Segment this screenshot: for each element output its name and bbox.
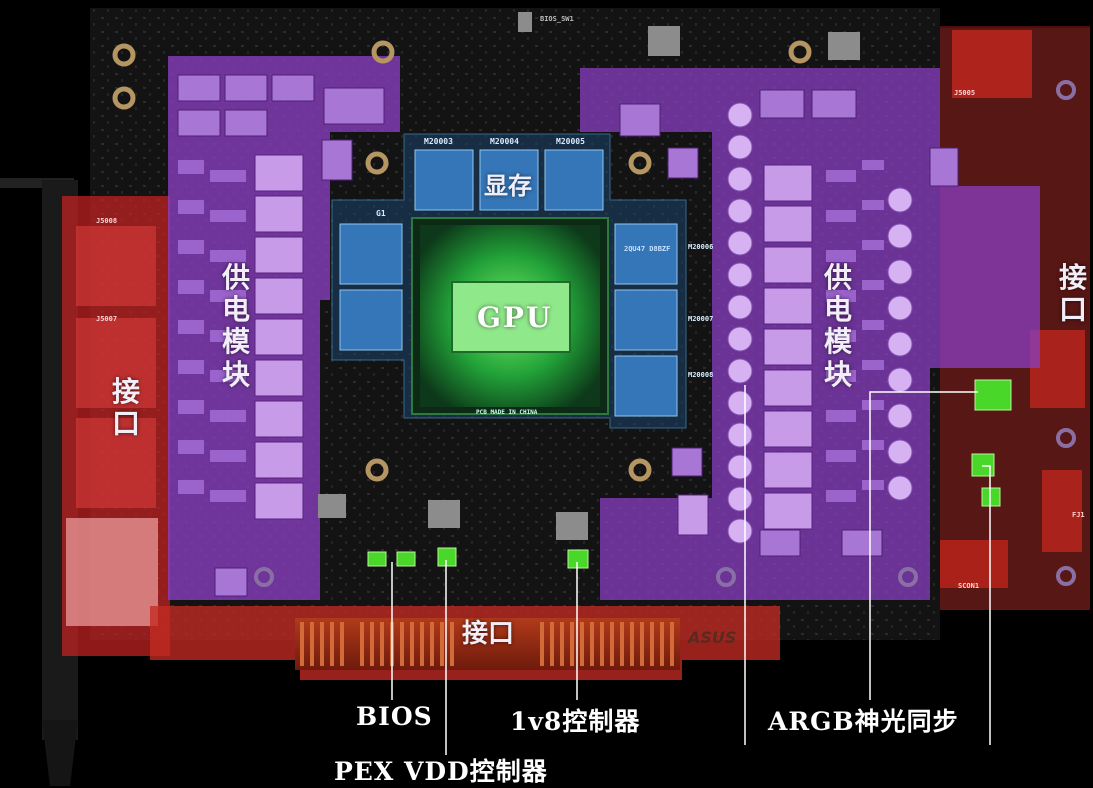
silk-scon1: SCON1 <box>958 582 980 590</box>
bracket-top <box>0 178 74 188</box>
power-right-label: 供电模块 <box>823 261 852 391</box>
vram-label: 显存 <box>484 171 532 200</box>
silk-mem-3: M20005 <box>556 137 585 146</box>
controller-chips <box>367 379 1012 569</box>
silk-g1: G1 <box>376 209 386 218</box>
right-capacitors <box>727 102 913 544</box>
silk-brand: ASUS <box>688 628 737 647</box>
silk-j5007: J5007 <box>96 315 118 323</box>
gpu-label: GPU <box>477 301 553 334</box>
io-right-label: 接口 <box>1058 261 1087 327</box>
v18-controller-callout: 1v8控制器 <box>510 707 641 736</box>
bios-callout: BIOS <box>356 702 433 731</box>
silk-mem-5: M20007 <box>688 315 714 323</box>
mounting-holes <box>112 40 812 482</box>
io-left-label: 接口 <box>111 375 140 441</box>
callout-lines <box>391 385 991 755</box>
silk-mem-4: M20006 <box>688 243 714 251</box>
silk-fj1: FJ1 <box>1072 511 1085 519</box>
argb-sync-callout: ARGB神光同步 <box>768 707 959 736</box>
silk-j5005: J5005 <box>954 89 976 97</box>
pcie-fingers <box>295 618 680 670</box>
silk-bios-sw: BIOS_SW1 <box>540 15 574 23</box>
silk-made-in: PCB MADE IN CHINA <box>476 409 538 416</box>
silk-mem-2: M20004 <box>490 137 519 146</box>
silk-j5008: J5008 <box>96 217 118 225</box>
silk-mem-6: M20008 <box>688 371 714 379</box>
pex-vdd-controller-callout: PEX VDD控制器 <box>334 757 548 786</box>
left-power-stages <box>254 154 304 520</box>
silk-chip-text: 2QU47 D8BZF <box>624 245 671 253</box>
power-left-label: 供电模块 <box>221 261 250 391</box>
right-power-stages <box>677 164 813 536</box>
io-bottom-label: 接口 <box>462 619 515 649</box>
vram-chips <box>339 149 678 417</box>
silk-mem-1: M20003 <box>424 137 453 146</box>
gpu-die <box>451 281 571 353</box>
